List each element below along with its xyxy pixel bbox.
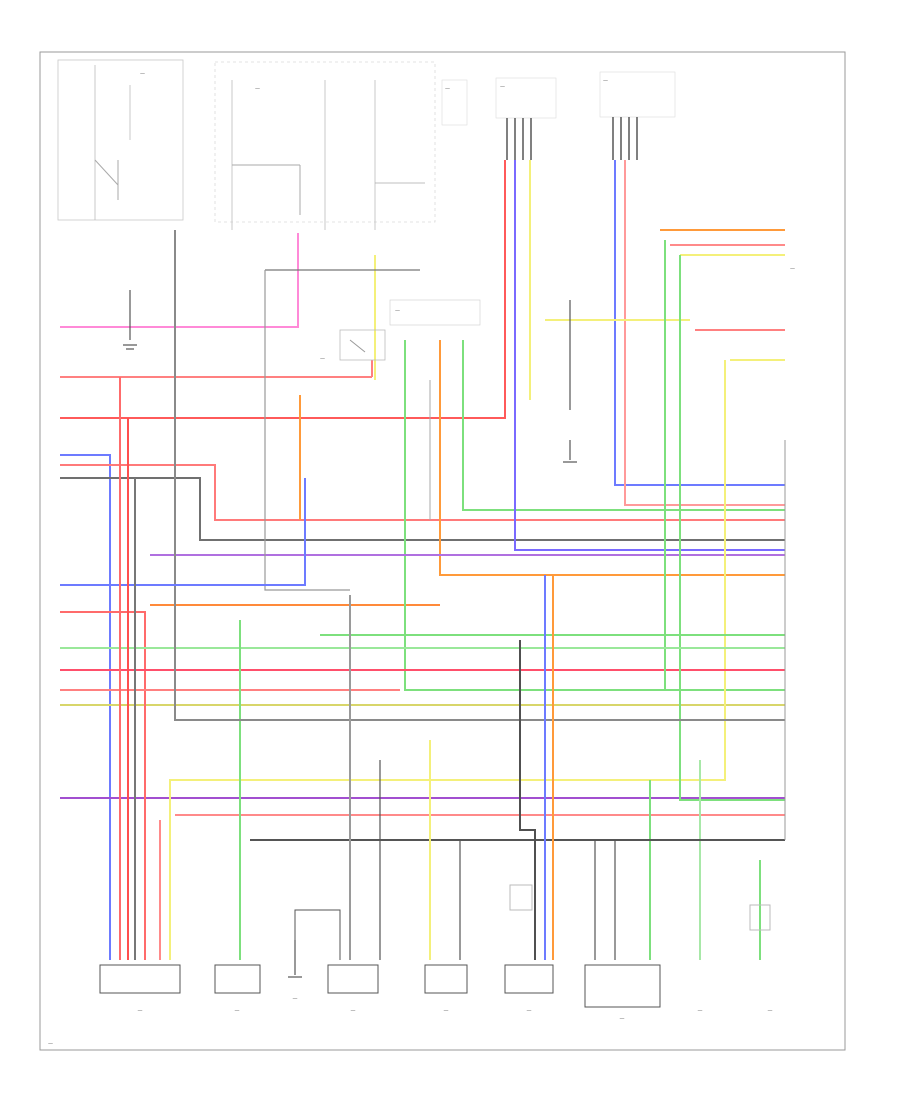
sensor-top-1-label: — [500, 84, 505, 90]
bottom-component-5 [424, 964, 468, 994]
bottom-component-6 [504, 964, 554, 994]
ground-symbols [123, 290, 577, 978]
bottom-label-1: — [138, 1008, 143, 1014]
bottom-label-6: — [527, 1008, 532, 1014]
bottom-label-7: — [620, 1016, 625, 1022]
bottom-component-7 [584, 964, 661, 1008]
fuse-box-mid: — [214, 61, 436, 230]
bottom-label-8: — [698, 1008, 703, 1014]
fuse-box-left-label: — [140, 71, 145, 77]
diagram-frame [39, 51, 846, 1051]
bottom-label-2: — [235, 1008, 240, 1014]
fuse-box-left: — [57, 59, 184, 221]
sensor-top-2: — [599, 71, 676, 160]
bottom-labels: — — — — — — — — — [138, 996, 773, 1022]
connector-center: — [389, 299, 481, 520]
fuse-box-right-label: — [445, 86, 450, 92]
ecu-right: — [784, 266, 795, 840]
sensor-top-1: — [495, 77, 557, 160]
fuse-box-mid-label: — [255, 86, 260, 92]
relay-main-label: — [320, 356, 325, 362]
bottom-label-9: — [768, 1008, 773, 1014]
connector-center-label: — [395, 308, 400, 314]
fuse-box-right: — [441, 79, 468, 126]
page-id: — [48, 1041, 53, 1047]
ecu-right-label: — [790, 266, 795, 272]
sensor-top-2-label: — [603, 78, 608, 84]
bottom-components [99, 884, 771, 1008]
wires [60, 160, 785, 960]
relay-main: — [320, 329, 386, 362]
bottom-label-5: — [444, 1008, 449, 1014]
bottom-label-3: — [293, 996, 298, 1002]
bottom-component-2 [214, 964, 261, 994]
bottom-component-4 [327, 964, 379, 994]
bottom-label-4: — [351, 1008, 356, 1014]
bottom-component-1 [99, 964, 181, 994]
